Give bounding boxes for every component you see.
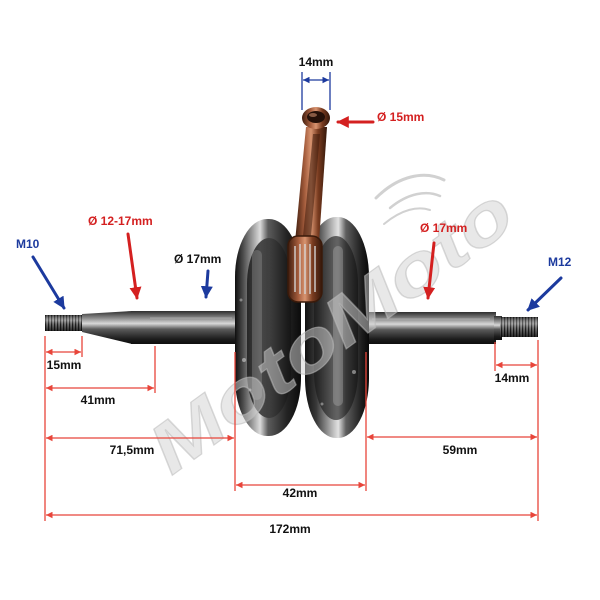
label-right-thread: 14mm — [495, 371, 530, 385]
label-right-thread-size: M12 — [548, 255, 572, 269]
label-left-shaft: 71,5mm — [110, 443, 155, 457]
left-shaft — [45, 311, 239, 344]
annotation-labels: Ø 15mm Ø 12-17mm Ø 17mm Ø 17mm M10 M12 — [16, 110, 572, 269]
arrow-left-thread — [31, 255, 66, 310]
left-flywheel — [235, 219, 301, 436]
right-shoulder — [494, 316, 502, 340]
label-overall: 172mm — [269, 522, 310, 536]
label-left-shaft-diameter: Ø 17mm — [174, 252, 221, 266]
left-journal — [131, 311, 239, 344]
label-flywheel: 42mm — [283, 486, 318, 500]
arrow-left-shaft-diameter — [200, 269, 213, 299]
label-small-end-diameter: Ø 15mm — [377, 110, 424, 124]
dimension-labels: 15mm 41mm 71,5mm 42mm 59mm 14mm 172mm 14… — [47, 55, 530, 536]
crankshaft-photo — [45, 107, 538, 438]
arrow-right-shaft-diameter — [423, 241, 436, 300]
arrow-right-thread — [526, 276, 563, 312]
small-end-dimension — [301, 72, 331, 110]
label-right-shaft-diameter: Ø 17mm — [420, 221, 467, 235]
label-right-shaft: 59mm — [443, 443, 478, 457]
right-shaft — [364, 312, 538, 344]
label-taper-diameter: Ø 12-17mm — [88, 214, 153, 228]
label-left-thread-size: M10 — [16, 237, 40, 251]
needle-bearing — [294, 244, 316, 294]
label-small-end-width: 14mm — [299, 55, 334, 69]
left-taper — [82, 311, 132, 344]
arrow-taper-diameter — [126, 232, 142, 300]
watermark-logo-swoosh — [374, 173, 446, 225]
annotation-callouts — [31, 116, 563, 312]
dimension-lines — [44, 336, 539, 521]
connecting-rod — [287, 107, 330, 303]
right-journal — [364, 312, 496, 344]
label-left-taper: 41mm — [81, 393, 116, 407]
label-left-thread: 15mm — [47, 358, 82, 372]
